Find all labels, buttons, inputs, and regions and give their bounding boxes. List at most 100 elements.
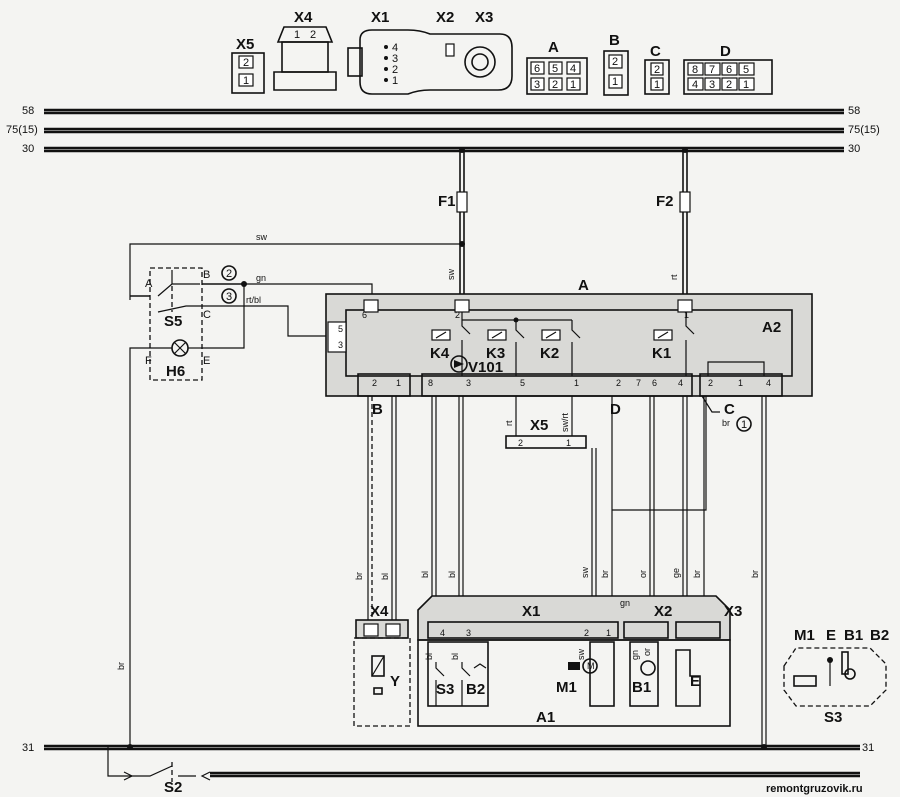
wire-br-right-label: br xyxy=(750,570,760,578)
module-a1-label: A1 xyxy=(536,709,555,726)
legend-a-pin: 4 xyxy=(570,63,576,75)
fuse-f1-label: F1 xyxy=(438,193,456,210)
inset-outline xyxy=(783,647,887,707)
a2-pin-6: 6 xyxy=(362,310,367,320)
wire-sw-m1-label: sw xyxy=(576,649,586,661)
legend-x4-title: X4 xyxy=(294,9,313,26)
callout-3-text: 3 xyxy=(226,291,232,303)
wire-swrt-label: sw/rt xyxy=(560,413,570,432)
relay-k3-label: K3 xyxy=(486,345,505,362)
connector-x5-label: X5 xyxy=(530,417,548,434)
switch-s2-label: S2 xyxy=(164,779,182,796)
legend-x2-title: X2 xyxy=(436,9,454,26)
h6-pin-f: F xyxy=(145,355,152,367)
element-e-label: E xyxy=(690,673,700,690)
wire-gn-label: gn xyxy=(256,273,266,283)
switch-s2: S2 xyxy=(107,746,211,796)
legend-d-pin: 3 xyxy=(709,79,715,91)
legend-x5-pin: 2 xyxy=(243,57,249,69)
b-pin-1: 1 xyxy=(396,378,401,388)
a2-pin-2: 2 xyxy=(455,310,460,320)
connector-c-label: C xyxy=(724,401,735,418)
b-pin-2: 2 xyxy=(372,378,377,388)
s5-label: S5 xyxy=(164,313,182,330)
legend-c-pin: 1 xyxy=(654,79,660,91)
wire-br-left-label: br xyxy=(116,662,126,670)
power-rails: 58 58 75(15) 75(15) 30 30 31 31 xyxy=(6,105,880,778)
rail-75-label-right: 75(15) xyxy=(848,124,880,136)
d-pin-1: 1 xyxy=(574,378,579,388)
sensor-b1-label: B1 xyxy=(632,679,651,696)
motor-m1-label: M1 xyxy=(556,679,577,696)
inset-b1-label: B1 xyxy=(844,627,863,644)
legend-x3-title: X3 xyxy=(475,9,493,26)
connector-b-block xyxy=(357,373,411,397)
x1-pin-3: 3 xyxy=(466,628,471,638)
connector-x4-label: X4 xyxy=(370,603,389,620)
rail-58-label-left: 58 xyxy=(22,105,34,117)
legend-a-title: A xyxy=(548,39,559,56)
x1-pin-1: 1 xyxy=(606,628,611,638)
wire-bl-b2-label: bl xyxy=(450,653,460,660)
connector-b-label: B xyxy=(372,401,383,418)
wire-sw-x1-label: sw xyxy=(580,567,590,579)
s5-pin-c: C xyxy=(203,309,211,321)
connector-c-block xyxy=(699,373,783,397)
harness-wires: br bl bl bl sw br or ge br br xyxy=(354,396,767,750)
module-a2-outer xyxy=(325,293,813,397)
c-pin-1: 1 xyxy=(738,378,743,388)
switch-s5-h6: A B C F E S5 H6 2 gn 3 rt/bl br xyxy=(116,265,373,750)
callout-1 xyxy=(736,416,752,432)
legend-x5-pin: 1 xyxy=(243,75,249,87)
wire-gn-b1-label: gn xyxy=(630,650,640,660)
inset-m1-label: M1 xyxy=(794,627,815,644)
wire-br-x1-label: br xyxy=(600,570,610,578)
wire-br-c-label: br xyxy=(722,418,730,428)
legend-a-pin: 2 xyxy=(552,79,558,91)
rail-30-label-right: 30 xyxy=(848,143,860,155)
connector-d-block xyxy=(421,373,693,397)
switch-feed-wire: sw xyxy=(129,232,462,300)
wire-bl-s3-label: bl xyxy=(424,653,434,660)
callout-1-text: 1 xyxy=(741,419,747,431)
legend-d-pin: 6 xyxy=(726,64,732,76)
wire-bl-x1-3-label: bl xyxy=(447,571,457,578)
legend-a-pin: 6 xyxy=(534,63,540,75)
fuse-f2-label: F2 xyxy=(656,193,674,210)
legend-x4-pin: 1 xyxy=(294,29,300,41)
relay-k1: K1 xyxy=(652,312,695,376)
legend-c-pin: 2 xyxy=(654,64,660,76)
rail-75-label-left: 75(15) xyxy=(6,124,38,136)
module-a2: A A2 6 2 1 5 3 K4 V101 K3 xyxy=(325,277,813,432)
legend-a-body xyxy=(526,57,588,95)
h6-pin-e: E xyxy=(203,355,210,367)
wire-ge-label: ge xyxy=(671,568,681,578)
legend-x1-pin: 1 xyxy=(392,75,398,87)
d-pin-7: 7 xyxy=(636,378,641,388)
sensor-b2-label: B2 xyxy=(466,681,485,698)
connector-legend: X5 2 1 X4 1 2 X1 X2 X3 4 3 2 1 A 6 5 4 xyxy=(231,9,773,96)
legend-d-pin: 7 xyxy=(709,64,715,76)
legend-d-title: D xyxy=(720,43,731,60)
svg-text:M: M xyxy=(587,661,595,671)
wire-rt-x5-label: rt xyxy=(504,420,514,426)
legend-x4-body xyxy=(281,41,329,73)
x1-pin-2: 2 xyxy=(584,628,589,638)
relay-k3: K3 xyxy=(486,317,525,376)
connector-x4-valve-y: X4 Y xyxy=(353,603,411,727)
s5-h6-housing xyxy=(149,267,203,381)
rail-31-label-left: 31 xyxy=(22,742,34,754)
relay-k2: K2 xyxy=(540,320,581,376)
d-pin-8: 8 xyxy=(428,378,433,388)
wire-br-x3-label: br xyxy=(692,570,702,578)
module-a1-body xyxy=(417,639,731,727)
wire-rtbl-label: rt/bl xyxy=(246,295,261,305)
inset-detail: M1 E B1 B2 S3 xyxy=(783,627,889,726)
module-a2-label: A2 xyxy=(762,319,781,336)
wire-sw-top-label: sw xyxy=(256,232,268,242)
wire-or-label: or xyxy=(638,570,648,578)
diode-v101-label: V101 xyxy=(468,359,503,376)
connector-x3-label: X3 xyxy=(724,603,742,620)
legend-d-pin: 2 xyxy=(726,79,732,91)
inset-e-label: E xyxy=(826,627,836,644)
